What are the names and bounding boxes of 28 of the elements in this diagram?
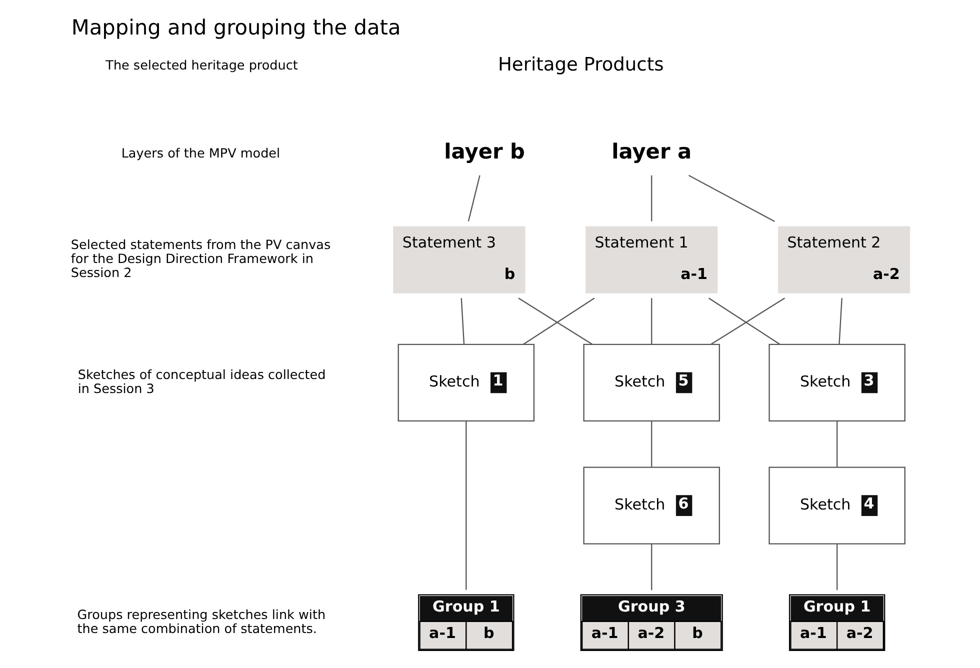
connector [650,421,652,468]
connector [836,421,838,468]
connector [650,175,652,222]
node-text: layer a [611,139,692,164]
node-box: Statement 1 a-1 [585,226,718,294]
connector [650,298,652,344]
label: Layers of the MPV model [120,146,280,162]
node-text: layer b [444,139,524,164]
node-box: Sketch 3 [768,344,905,422]
connector [460,298,464,344]
connector [467,175,480,222]
diagram-title: Mapping and grouping the data [70,15,400,40]
connector [688,174,774,222]
node-box: Sketch 4 [768,466,905,544]
label: Selected statements from the PV canvas for the Design Direction Framework in Session 2 [70,238,330,281]
node-box: Sketch 1 [397,344,534,422]
connector [836,544,838,590]
label: Groups representing sketches link with the same combination of statements. [76,608,326,637]
connector [465,420,466,590]
node-box: Statement 3 b [392,226,525,294]
label: Sketches of conceptual ideas collected in Session 3 [77,368,326,397]
node-box: Statement 2 a-2 [777,226,910,294]
label: The selected heritage product [105,58,298,74]
connector [650,544,652,590]
node-box: Sketch 6 [582,466,720,544]
connector [838,298,842,344]
node-box: Sketch 5 [582,344,720,422]
label: Heritage Products [498,54,664,76]
